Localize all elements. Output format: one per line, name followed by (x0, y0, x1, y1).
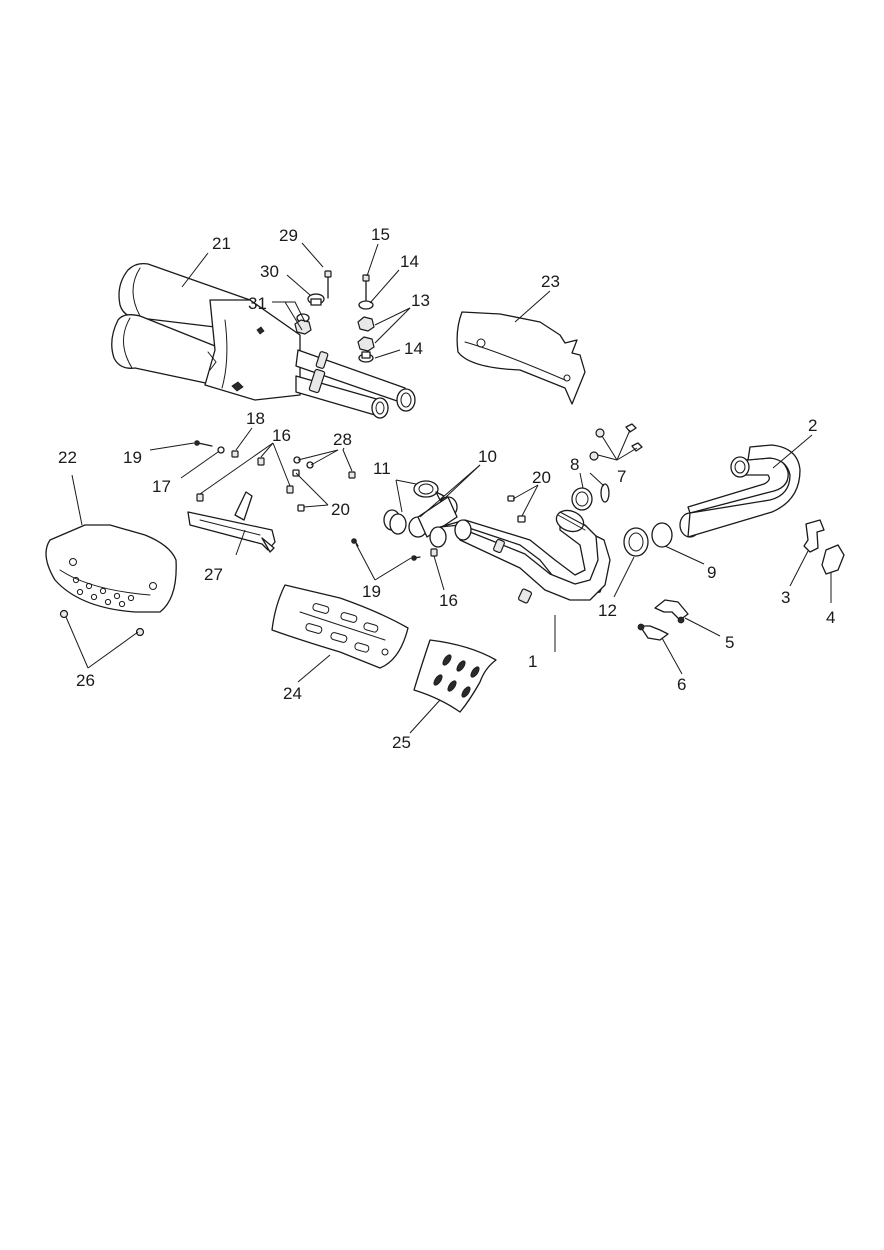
part-side-heat-shield (45, 524, 177, 613)
callout-16-upper: 16 (272, 426, 291, 445)
part-silencer-assembly (111, 262, 416, 419)
part-small-fasteners (194, 440, 438, 561)
callout-3: 3 (781, 588, 790, 607)
part-clips-20-right (507, 495, 526, 523)
callout-31: 31 (248, 294, 267, 313)
callout-20-right: 20 (532, 468, 551, 487)
callout-7: 7 (617, 467, 626, 486)
callout-22: 22 (58, 448, 77, 467)
part-mount-hardware-center (357, 274, 375, 363)
callout-21: 21 (212, 234, 231, 253)
part-clamps-seals (383, 480, 458, 538)
part-header-pipes (429, 509, 611, 604)
part-gaskets-nuts (571, 423, 643, 511)
callout-20-left: 20 (331, 500, 350, 519)
callout-labels: 21 29 30 31 15 14 13 14 23 18 16 28 19 1… (58, 225, 835, 752)
callout-14-lower: 14 (404, 339, 423, 358)
part-screws-26 (59, 609, 145, 637)
part-bracket (187, 491, 276, 553)
callout-26: 26 (76, 671, 95, 690)
part-upper-heat-shield (456, 311, 586, 405)
part-flanges (637, 599, 689, 641)
part-lower-heat-shield (271, 584, 409, 669)
callout-8: 8 (570, 455, 579, 474)
callout-15: 15 (371, 225, 390, 244)
part-link-pipe (687, 444, 801, 538)
callout-18: 18 (246, 409, 265, 428)
small-shield-slots (433, 654, 480, 698)
callout-1: 1 (528, 652, 537, 671)
part-mount-hardware-left (294, 270, 332, 335)
shield-vent-holes (72, 576, 135, 608)
callout-2: 2 (808, 416, 817, 435)
callout-17: 17 (152, 477, 171, 496)
callout-9: 9 (707, 563, 716, 582)
callout-6: 6 (677, 675, 686, 694)
callout-27: 27 (204, 565, 223, 584)
callout-29: 29 (279, 226, 298, 245)
callout-5: 5 (725, 633, 734, 652)
callout-16-lower: 16 (439, 591, 458, 610)
callout-4: 4 (826, 608, 835, 627)
callout-11: 11 (373, 459, 391, 478)
callout-28: 28 (333, 430, 352, 449)
leader-lines (65, 242, 832, 734)
shield-slots (305, 603, 379, 653)
callout-25: 25 (392, 733, 411, 752)
callout-14-upper: 14 (400, 252, 419, 271)
callout-10: 10 (478, 447, 497, 466)
part-hangers (803, 519, 845, 575)
callout-24: 24 (283, 684, 302, 703)
callout-30: 30 (260, 262, 279, 281)
callout-12: 12 (598, 601, 617, 620)
part-small-heat-shield (413, 639, 497, 713)
callout-13: 13 (411, 291, 430, 310)
callout-19-upper: 19 (123, 448, 142, 467)
callout-23: 23 (541, 272, 560, 291)
callout-19-lower: 19 (362, 582, 381, 601)
